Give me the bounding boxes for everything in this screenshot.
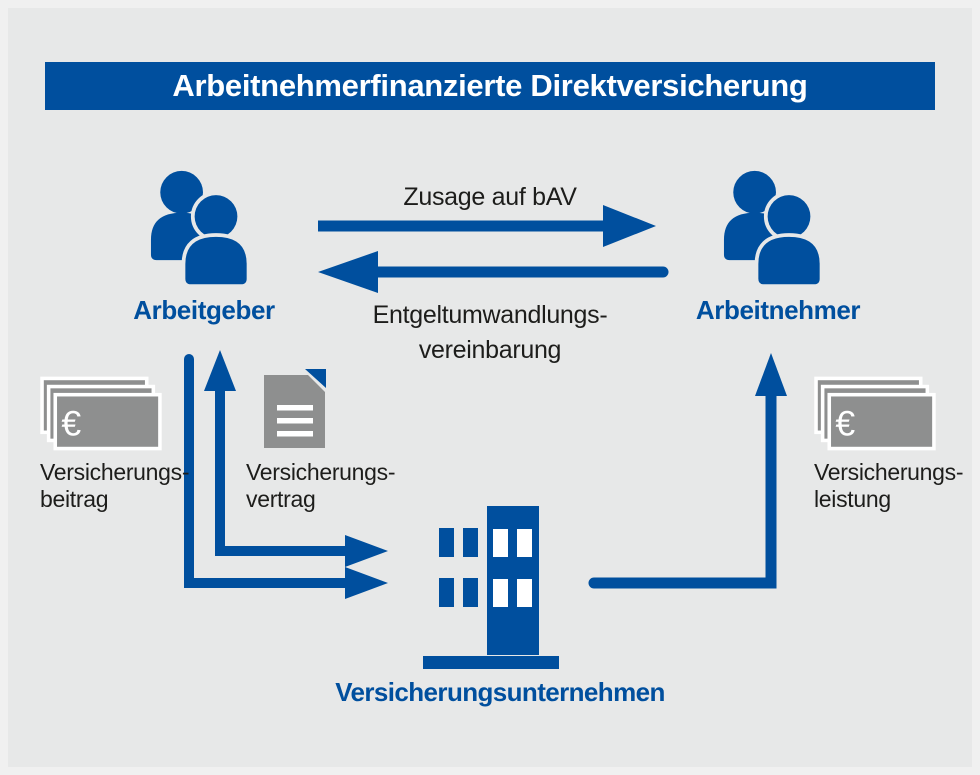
money-notes-icon-beitrag: € <box>40 376 164 451</box>
banknote-front <box>53 392 162 451</box>
vertrag-label: Versicherungs- vertrag <box>246 459 396 513</box>
entgeltumwandlung-label: Entgeltumwandlungs- vereinbarung <box>330 298 650 368</box>
entgeltumwandlung-label-line2: vereinbarung <box>418 336 562 364</box>
beitrag-label-line1: Versicherungs- <box>40 459 190 485</box>
entgeltumwandlung-arrow <box>318 251 669 293</box>
person-front <box>181 191 251 288</box>
leistung-label-line2: leistung <box>814 486 891 512</box>
beitrag-label-line2: beitrag <box>40 486 109 512</box>
leistung-label: Versicherungs- leistung <box>814 459 964 513</box>
banknote-front <box>827 392 936 451</box>
euro-symbol: € <box>61 403 81 443</box>
employer-label: Arbeitgeber <box>133 295 275 325</box>
leistung-arrow <box>588 353 787 589</box>
building-base <box>423 656 559 669</box>
insurer-building-icon <box>421 505 561 670</box>
contract-document-icon <box>264 369 326 449</box>
side-building-windows <box>439 528 478 607</box>
employee-people-icon <box>717 170 835 288</box>
beitrag-label: Versicherungs- beitrag <box>40 459 190 513</box>
diagram-title: Arbeitnehmerfinanzierte Direktversicheru… <box>172 68 808 103</box>
entgeltumwandlung-label-line1: Entgeltumwandlungs- <box>372 301 608 329</box>
leistung-label-line1: Versicherungs- <box>814 459 964 485</box>
document-fold-corner <box>305 369 326 388</box>
person-front <box>754 191 824 288</box>
euro-symbol: € <box>835 403 855 443</box>
document-page <box>264 375 325 448</box>
employer-people-icon <box>144 170 262 288</box>
zusage-label: Zusage auf bAV <box>403 183 577 211</box>
vertrag-label-line1: Versicherungs- <box>246 459 396 485</box>
vertrag-label-line2: vertrag <box>246 486 316 512</box>
money-notes-icon-leistung: € <box>814 376 938 451</box>
document-text-lines <box>277 405 313 437</box>
tower-windows <box>493 529 532 607</box>
insurer-label: Versicherungsunternehmen <box>335 677 665 707</box>
title-banner: Arbeitnehmerfinanzierte Direktversicheru… <box>45 62 935 110</box>
employee-label: Arbeitnehmer <box>695 295 861 325</box>
